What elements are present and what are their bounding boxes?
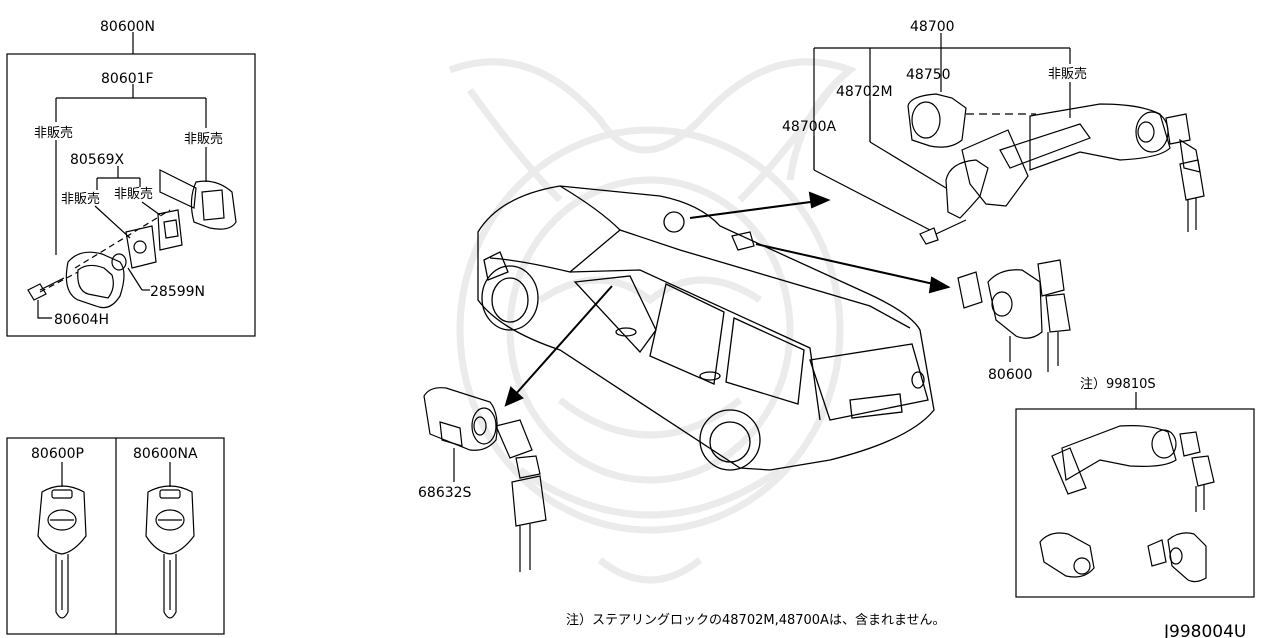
label-80600N: 80600N [100,19,155,35]
diagram-id: J998004U [1163,622,1246,638]
kit-door-lock [1167,532,1207,583]
label-not-sold-1: 非販売 [34,125,73,141]
callout-arrows [504,191,951,407]
vehicle-wagon [477,185,935,471]
kit-80600N-box [6,53,256,337]
key-cylinder-48750 [907,93,967,148]
label-not-sold-3: 非販売 [61,191,100,207]
screw-80604H [27,283,47,301]
shear-bolt-48700A [919,227,939,245]
watermark-emblem [448,58,857,584]
steering-lock-body [1029,103,1171,171]
label-not-sold-5: 非販売 [1048,66,1087,82]
footnote: 注）ステアリングロックの48702M,48700Aは、含まれません。 [566,612,946,628]
fuel-door [663,211,685,233]
glove-box-lock-68632S [423,387,547,572]
label-80604H: 80604H [54,312,109,328]
label-68632S: 68632S [418,485,472,501]
key-head-80601F [190,180,237,230]
label-99810S: 注）99810S [1080,377,1156,392]
transponder-chip [125,225,157,269]
label-28599N: 28599N [150,284,205,300]
label-48750: 48750 [906,67,951,83]
key-80600P [37,485,87,619]
label-not-sold-4: 非販売 [114,186,153,202]
kit-door-cylinder [1039,532,1095,578]
label-48700A: 48700A [782,119,837,135]
label-not-sold-2: 非販売 [184,131,223,147]
label-48702M: 48702M [836,84,893,100]
key-housing-half [65,251,125,309]
kit-steering-lock [1061,425,1177,481]
clamp-48702M [945,159,989,219]
label-80600NA: 80600NA [133,446,198,462]
label-80601F: 80601F [101,71,154,87]
key-80600NA [145,485,195,619]
label-48700: 48700 [910,19,955,35]
kit-99810S-box [1015,408,1255,598]
door-lock-80600 [957,259,1071,372]
label-80569X: 80569X [70,152,125,168]
label-80600P: 80600P [31,446,84,462]
label-80600: 80600 [988,367,1033,383]
